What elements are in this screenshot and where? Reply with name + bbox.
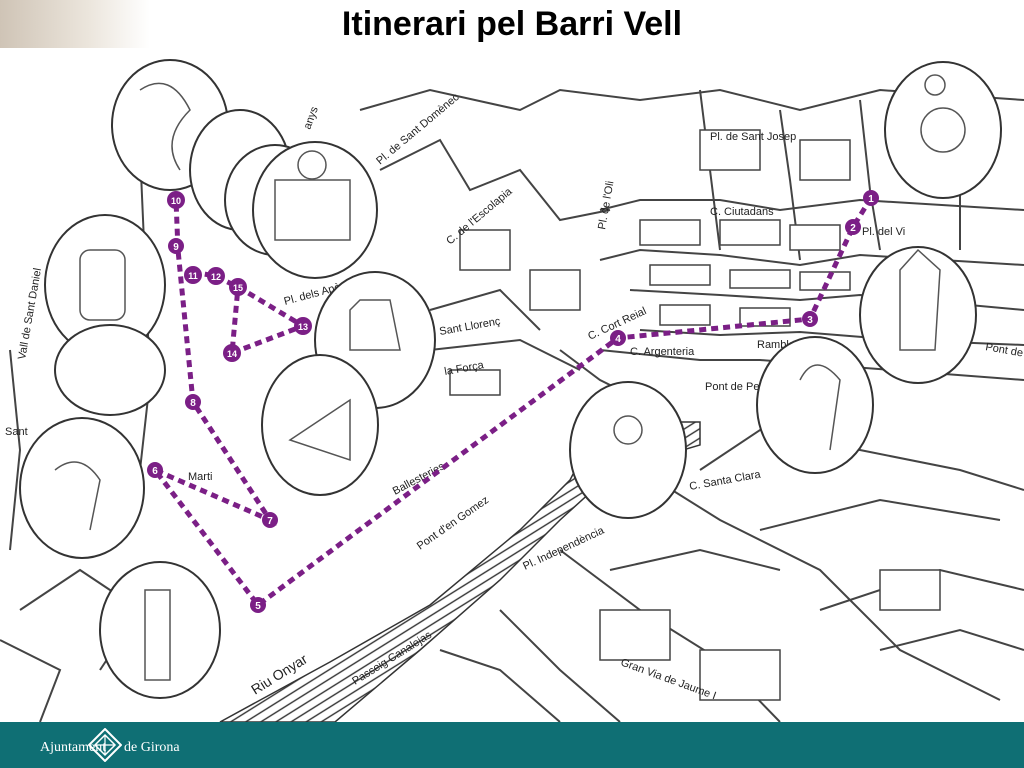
- label-anys: anys: [302, 105, 321, 131]
- river-onyar: [219, 421, 701, 722]
- svg-text:10: 10: [171, 196, 181, 206]
- acrobat-medallion: [569, 381, 687, 519]
- page-title: Itinerari pel Barri Vell: [341, 5, 683, 43]
- label-marti: Marti: [188, 471, 212, 483]
- svg-text:1: 1: [868, 194, 874, 205]
- footer-bar: Ajuntament de Girona: [0, 722, 1024, 768]
- stop-13[interactable]: 13: [294, 317, 312, 335]
- stop-15[interactable]: 15: [229, 278, 247, 296]
- stop-8[interactable]: 8: [185, 394, 201, 410]
- label-pl-oli: Pl. de l'Oli: [596, 180, 616, 231]
- girona-logo-icon: [88, 728, 122, 762]
- label-pl-vi: Pl. del Vi: [862, 226, 905, 238]
- svg-text:5: 5: [255, 601, 261, 612]
- stop-14[interactable]: 14: [223, 344, 241, 362]
- label-ballesteries: Ballesteries: [391, 460, 447, 498]
- stop-5[interactable]: 5: [250, 597, 266, 613]
- sword-pig-medallion: [261, 354, 379, 496]
- svg-text:4: 4: [615, 334, 621, 345]
- building-blocks: [449, 129, 941, 701]
- label-sant-llorenc: Sant Llorenç: [438, 315, 501, 338]
- fish-man-medallion: [756, 336, 874, 474]
- svg-text:12: 12: [211, 272, 221, 282]
- stop-9[interactable]: 9: [168, 238, 184, 254]
- label-ciutadans: C. Ciutadans: [710, 206, 774, 218]
- label-vall-sant-daniel: Vall de Sant Daniel: [16, 267, 44, 360]
- footer-de-girona: de Girona: [124, 740, 180, 755]
- svg-text:15: 15: [233, 283, 243, 293]
- cat-mask-medallion: [859, 246, 977, 384]
- label-sant: Sant: [5, 426, 28, 438]
- stop-3[interactable]: 3: [802, 311, 818, 327]
- svg-text:7: 7: [267, 516, 273, 527]
- label-santa-clara: C. Santa Clara: [688, 468, 762, 492]
- medallions: [19, 59, 1002, 699]
- column-cat-medallion: [99, 561, 221, 699]
- svg-text:11: 11: [188, 271, 198, 281]
- stop-2[interactable]: 2: [845, 219, 861, 235]
- svg-text:3: 3: [807, 315, 813, 326]
- label-pont-gomez: Pont d'en Gomez: [415, 494, 491, 552]
- wolf-child-medallion: [19, 417, 145, 559]
- turban-head-medallion: [884, 61, 1002, 199]
- stop-4[interactable]: 4: [610, 330, 626, 346]
- svg-text:2: 2: [850, 223, 856, 234]
- stop-12[interactable]: 12: [207, 267, 225, 285]
- stop-11[interactable]: 11: [184, 266, 202, 284]
- stop-10[interactable]: 10: [167, 191, 185, 209]
- medallion-details: [54, 74, 966, 681]
- monk-pulpit-medallion: [252, 141, 378, 279]
- stop-1[interactable]: 1: [863, 190, 879, 206]
- svg-text:9: 9: [173, 242, 179, 253]
- svg-text:6: 6: [152, 466, 158, 477]
- svg-text:8: 8: [190, 398, 196, 409]
- label-sant-josep: Pl. de Sant Josep: [710, 131, 796, 143]
- svg-text:14: 14: [227, 349, 237, 359]
- demon-medallion-lower: [54, 324, 166, 416]
- stop-7[interactable]: 7: [262, 512, 278, 528]
- corner-photo: [0, 0, 150, 48]
- stop-6[interactable]: 6: [147, 462, 163, 478]
- label-argenteria: C. Argenteria: [630, 346, 695, 358]
- stop-markers: 1 2 3 4 5 6 7 8 9 10 11 12 13 14 15: [147, 190, 879, 613]
- city-map: Pl. de Sant Domènec C. de l'Escolapia Pl…: [0, 59, 1024, 722]
- svg-text:13: 13: [298, 322, 308, 332]
